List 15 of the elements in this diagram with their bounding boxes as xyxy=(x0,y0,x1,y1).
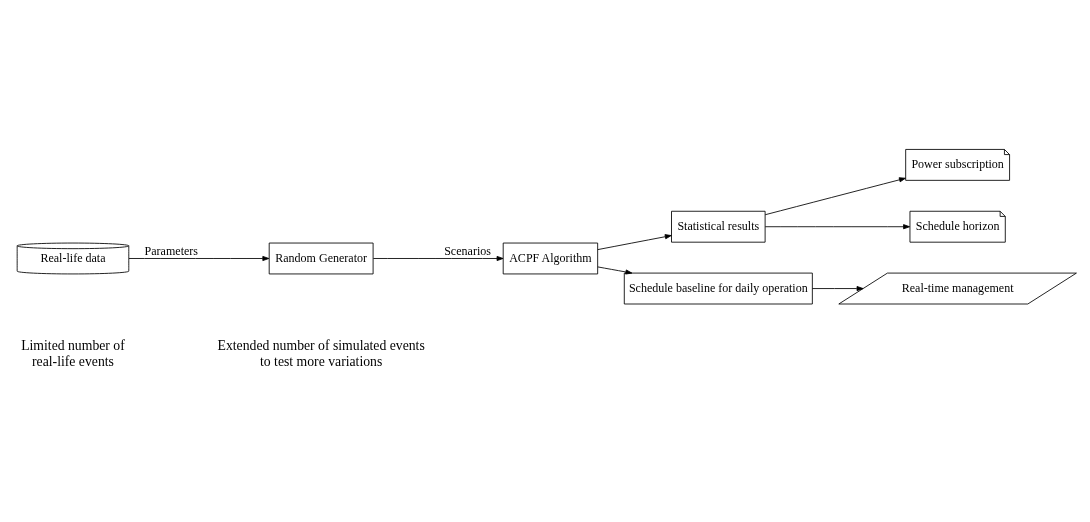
edge-label: Scenarios xyxy=(444,243,491,258)
node-box: ACPF Algorithm xyxy=(502,242,599,274)
edge-label: Parameters xyxy=(144,243,198,258)
arrow xyxy=(128,255,270,261)
arrow xyxy=(764,176,906,215)
arrow xyxy=(372,255,504,261)
label: Limited number of real-life events xyxy=(21,337,125,369)
arrow xyxy=(597,233,672,250)
arrow xyxy=(597,266,633,274)
arrow xyxy=(811,285,864,291)
label: Extended number of simulated events to test more variations xyxy=(217,337,425,369)
node-box: Schedule baseline for daily operation xyxy=(623,272,813,304)
node-box: Statistical results xyxy=(671,210,766,243)
arrow xyxy=(764,223,910,229)
node-box: Random Generator xyxy=(268,242,374,274)
